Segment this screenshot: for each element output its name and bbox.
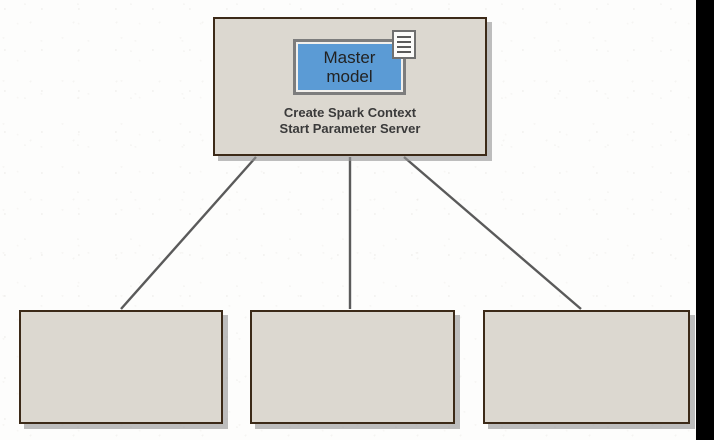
master-node[interactable]: Master model Create Spark Context Start … (213, 17, 487, 156)
edge-master-to-worker-1 (120, 156, 257, 310)
master-model-box[interactable]: Master model (293, 39, 406, 95)
note-icon-line (397, 51, 411, 53)
worker-node-1[interactable] (19, 310, 223, 424)
note-icon-line (397, 41, 411, 43)
worker-node-3[interactable] (483, 310, 690, 424)
master-caption-line2: Start Parameter Server (279, 121, 421, 136)
right-black-band (696, 0, 714, 440)
note-icon-line (397, 46, 411, 48)
master-node-caption: Create Spark Context Start Parameter Ser… (215, 105, 485, 137)
note-icon (392, 30, 416, 59)
worker-node-2[interactable] (250, 310, 455, 424)
master-model-label-line2: model (326, 67, 373, 86)
master-caption-line1: Create Spark Context (283, 105, 417, 120)
edge-master-to-worker-3 (403, 156, 582, 310)
master-model-label: Master model (324, 48, 376, 86)
note-icon-line (397, 36, 411, 38)
master-model-label-line1: Master (323, 48, 376, 67)
